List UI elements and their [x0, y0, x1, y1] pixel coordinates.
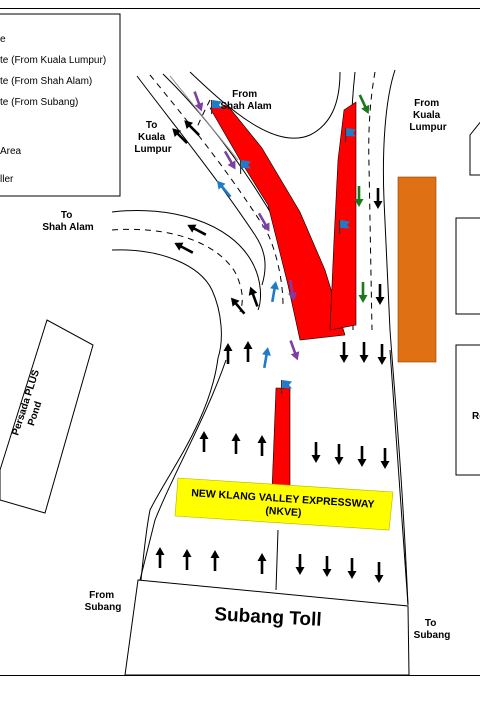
nkve-banner: NEW KLANG VALLEY EXPRESSWAY (NKVE): [174, 477, 394, 531]
arrow-up: [210, 550, 220, 571]
arrow-up: [199, 431, 209, 452]
label-to-shah-alam-2: Shah Alam: [42, 222, 93, 233]
flag-icon: [211, 100, 222, 114]
right-buildings: [455, 121, 480, 476]
work-area-lower: [271, 387, 291, 491]
label-from-shah-alam-1: From: [232, 89, 257, 100]
legend-item-5: ller: [0, 174, 14, 185]
arrow-down: [311, 442, 321, 463]
arrow-down: [380, 448, 390, 469]
work-area-zones: [209, 101, 357, 491]
flag-icon: [240, 160, 251, 174]
arrow-up: [257, 553, 267, 574]
arrow-up: [181, 117, 203, 139]
persada-pond: Persada PLUS Pond: [0, 319, 94, 514]
arrow-down: [377, 344, 387, 365]
arrow-up: [155, 547, 165, 568]
svg-text:From Shah Alam: From Shah Alam: [220, 89, 271, 112]
svg-text:To Kuala Lumpur: To Kuala Lumpur: [134, 120, 171, 155]
orange-block: [397, 176, 437, 363]
label-from-shah-alam-2: Shah Alam: [220, 101, 271, 112]
flag-markers: [211, 100, 356, 394]
lower-road: [139, 349, 409, 606]
arrow-down: [322, 556, 332, 577]
arrow-green: [355, 93, 373, 116]
label-from-subang-1: From: [89, 590, 114, 601]
arrow-down: [347, 558, 357, 579]
lane-solid: [169, 75, 239, 161]
flag-icon: [345, 128, 356, 142]
arrow-down: [359, 342, 369, 363]
arrow-down: [374, 562, 384, 583]
legend: e te (From Kuala Lumpur) te (From Shah A…: [0, 13, 121, 197]
right-building-label: Ro: [472, 411, 480, 422]
svg-text:From Kuala Lumpur: From Kuala Lumpur: [409, 98, 446, 133]
legend-item-0: e: [0, 34, 6, 45]
arrow-down: [357, 446, 367, 467]
label-to-kl-2: Kuala: [138, 132, 166, 143]
arrow-purple: [190, 90, 206, 113]
flag-icon: [339, 220, 350, 234]
legend-item-1: te (From Kuala Lumpur): [0, 55, 106, 66]
arrow-up: [227, 294, 248, 317]
legend-item-4: Area: [0, 146, 22, 157]
legend-item-2: te (From Shah Alam): [0, 76, 92, 87]
label-to-kl-3: Lumpur: [134, 144, 171, 155]
label-from-kl-2: Kuala: [413, 110, 441, 121]
label-to-kl-1: To: [146, 120, 157, 131]
svg-text:From Subang: From Subang: [85, 590, 122, 613]
arrow-down: [375, 284, 385, 305]
lane-dashes: [111, 71, 376, 331]
svg-text:To Subang: To Subang: [414, 618, 451, 641]
flag-icon: [281, 380, 292, 394]
label-to-subang-1: To: [425, 618, 436, 629]
work-area-right: [329, 101, 357, 331]
arrow-green: [358, 282, 368, 303]
arrow-down: [295, 554, 305, 575]
arrow-up: [231, 433, 241, 454]
arrow-down: [334, 444, 344, 465]
label-to-shah-alam-1: To: [61, 210, 72, 221]
arrow-up: [172, 238, 195, 257]
arrow-up: [182, 549, 192, 570]
subang-toll-plaza: Subang Toll: [124, 579, 410, 676]
arrow-up: [257, 435, 267, 456]
legend-item-3: te (From Subang): [0, 97, 78, 108]
svg-text:To Shah Alam: To Shah Alam: [42, 210, 93, 233]
label-from-kl-1: From: [414, 98, 439, 109]
arrow-down: [373, 188, 383, 209]
arrow-up: [185, 220, 208, 239]
arrow-blue: [267, 280, 281, 303]
work-area-ramp: [209, 105, 346, 341]
nkve-line2: (NKVE): [265, 505, 302, 519]
label-to-subang-2: Subang: [414, 630, 451, 641]
arrow-up: [243, 341, 253, 362]
arrow-up: [223, 343, 233, 364]
arrow-blue: [259, 346, 273, 369]
label-from-kl-3: Lumpur: [409, 122, 446, 133]
label-from-subang-2: Subang: [85, 602, 122, 613]
arrow-purple: [286, 339, 302, 362]
arrow-down: [339, 342, 349, 363]
